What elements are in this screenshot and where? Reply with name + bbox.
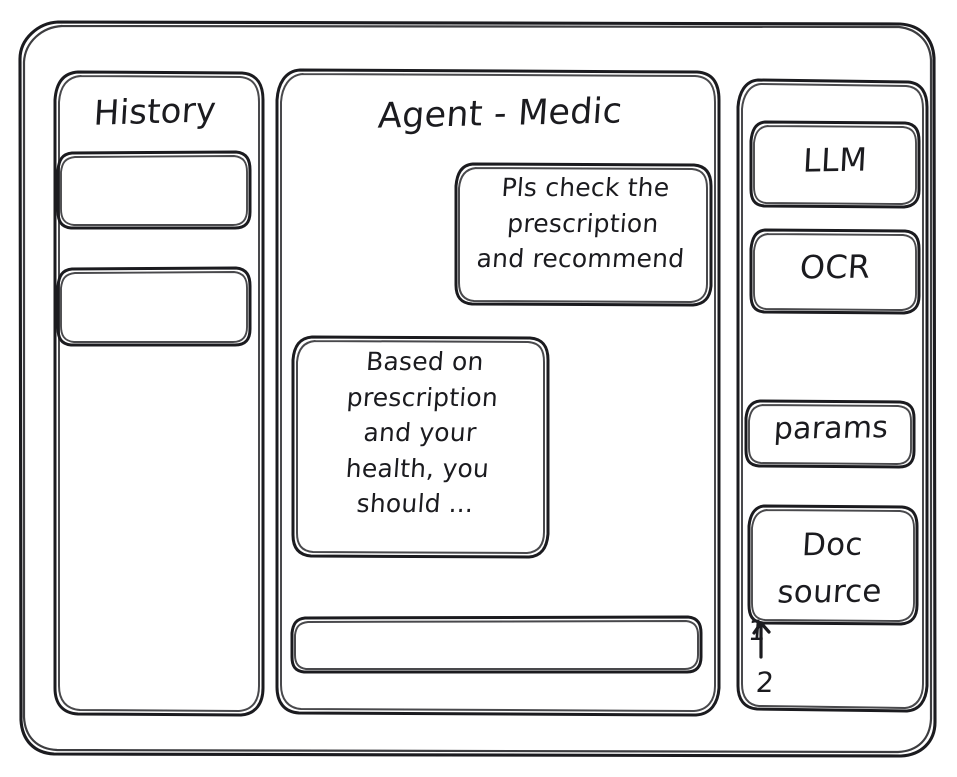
message-bubble-user <box>456 164 711 305</box>
tool-button-llm[interactable] <box>751 122 919 207</box>
history-list-item-2[interactable] <box>58 268 250 345</box>
message-bubble-assistant <box>293 337 548 557</box>
tool-button-doc-source[interactable] <box>749 506 917 624</box>
tool-button-params[interactable] <box>746 401 914 467</box>
tool-button-ocr[interactable] <box>751 230 919 313</box>
message-composer-input[interactable] <box>292 617 701 672</box>
history-list-item-1[interactable] <box>58 152 250 228</box>
